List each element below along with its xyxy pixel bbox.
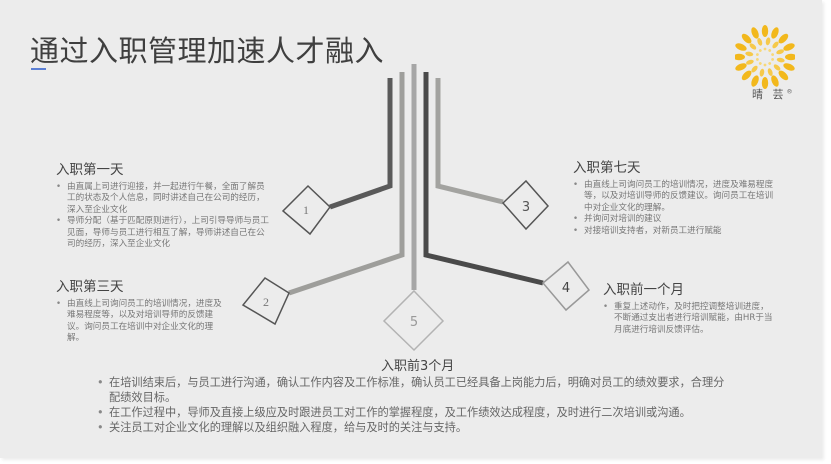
svg-text:5: 5 [410, 315, 418, 330]
bullet-item: 由直线上司询问员工的培训情况，进度及难易程度等，以及对培训导师的反馈建议。询问员… [56, 299, 226, 345]
logo-text: 晴 芸® [752, 88, 793, 101]
bullet-item: 重复上述动作，及时把控调整培训进度，不断通过支出者进行培训赋能，由HR于当月底进… [603, 302, 773, 336]
timeline-diagram: 1 2 3 4 5 [241, 64, 591, 352]
svg-text:4: 4 [562, 281, 570, 296]
section-month3-title: 入职前3个月 [381, 359, 455, 374]
section-day3: 入职第三天 由直线上司询问员工的培训情况，进度及难易程度等，以及对培训导师的反馈… [56, 275, 226, 345]
section-day7: 入职第七天 由直线上司询问员工的培训情况，进度及难易程度等，以及对培训导师的反馈… [573, 156, 778, 237]
bullet-item: 对接培训支持者，对新员工进行赋能 [573, 226, 778, 238]
connector-line-3 [435, 78, 504, 205]
bullet-item: 并询问对培训的建议 [573, 214, 778, 226]
bullet-item: 在工作过程中，导师及直接上级应及时跟进员工对工作的掌握程度，及工作绩效达成程度，… [97, 405, 727, 420]
svg-text:3: 3 [522, 200, 530, 215]
section-month3: 在培训结束后，与员工进行沟通，确认工作内容及工作标准，确认员工已经具备上岗能力后… [97, 375, 727, 435]
section-title: 入职第七天 [573, 160, 641, 176]
connector-line-4 [423, 72, 544, 286]
section-title: 入职前一个月 [603, 282, 684, 298]
node-3-diamond: 3 [501, 179, 550, 231]
section-title: 入职第三天 [56, 279, 124, 295]
node-5-diamond: 5 [382, 289, 445, 352]
node-4-diamond: 4 [541, 260, 591, 312]
section-month1: 入职前一个月 重复上述动作，及时把控调整培训进度，不断通过支出者进行培训赋能，由… [603, 278, 773, 336]
title-accent-bar [31, 68, 46, 70]
node-1-diamond: 1 [281, 184, 331, 236]
section-title: 入职第一天 [56, 162, 124, 178]
svg-text:2: 2 [263, 295, 269, 309]
connector-line-1 [329, 78, 393, 210]
slide: 通过入职管理加速人才融入 [0, 0, 822, 458]
page-title: 通过入职管理加速人才融入 [30, 34, 385, 68]
node-2-diamond: 2 [241, 277, 290, 326]
bullet-item: 关注员工对企业文化的理解以及组织融入程度，给与及时的关注与支持。 [97, 420, 727, 435]
section-day1: 入职第一天 由直属上司进行迎接，并一起进行午餐，全面了解员工的状态及个人信息，同… [56, 158, 271, 250]
svg-text:1: 1 [303, 203, 309, 217]
connector-line-2 [288, 72, 405, 296]
bullet-item: 由直属上司进行迎接，并一起进行午餐，全面了解员工的状态及个人信息，同时讲述自己在… [56, 182, 271, 216]
sunflower-logo-icon [735, 25, 795, 89]
bullet-item: 由直线上司询问员工的培训情况，进度及难易程度等，以及对培训导师的反馈建议。询问员… [573, 180, 778, 214]
bullet-item: 在培训结束后，与员工进行沟通，确认工作内容及工作标准，确认员工已经具备上岗能力后… [97, 375, 727, 405]
bullet-item: 导师分配（基于匹配原则进行），上司引导导师与员工见面，导师与员工进行相互了解，导… [56, 216, 271, 250]
